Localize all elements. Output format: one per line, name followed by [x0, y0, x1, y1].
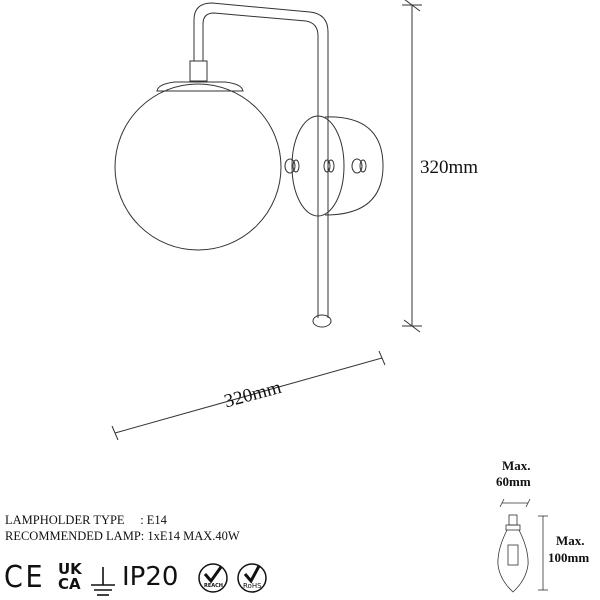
width-dimension-line — [111, 350, 386, 441]
arm-pipe-outer — [193, 2, 329, 318]
glass-globe — [114, 83, 282, 251]
spec-recommended-lamp: RECOMMENDED LAMP: 1xE14 MAX.40W — [5, 529, 240, 543]
screws — [284, 158, 367, 174]
spec-lampholder: LAMPHOLDER TYPE : E14 — [5, 513, 167, 527]
rohs-label: RoHS — [243, 582, 262, 590]
bulb-max-width-value: 60mm — [496, 474, 531, 489]
ip-rating: IP20 — [122, 562, 179, 592]
reach-label: REACH — [204, 583, 223, 589]
bulb-drawing — [497, 498, 548, 593]
globe-collar — [156, 81, 244, 92]
height-dimension-line — [402, 0, 422, 333]
bulb-max-height-title: Max. — [556, 533, 585, 548]
wall-canopy — [291, 115, 345, 217]
wall-canopy-back — [324, 116, 384, 216]
ce-mark-icon: CE — [4, 560, 46, 595]
reach-icon — [198, 563, 228, 593]
socket-cap — [189, 60, 208, 82]
rohs-icon — [237, 563, 267, 593]
arm-pipe-inner — [202, 12, 319, 318]
bulb-max-width-title: Max. — [502, 458, 531, 473]
ukca-top: UK — [58, 560, 82, 578]
ukca-mark-icon: UK CA — [58, 562, 82, 592]
ukca-bottom: CA — [58, 575, 81, 593]
ground-icon — [91, 567, 115, 596]
height-label: 320mm — [420, 157, 479, 178]
bulb-max-height-value: 100mm — [548, 550, 590, 565]
pipe-end-ball — [312, 314, 332, 328]
